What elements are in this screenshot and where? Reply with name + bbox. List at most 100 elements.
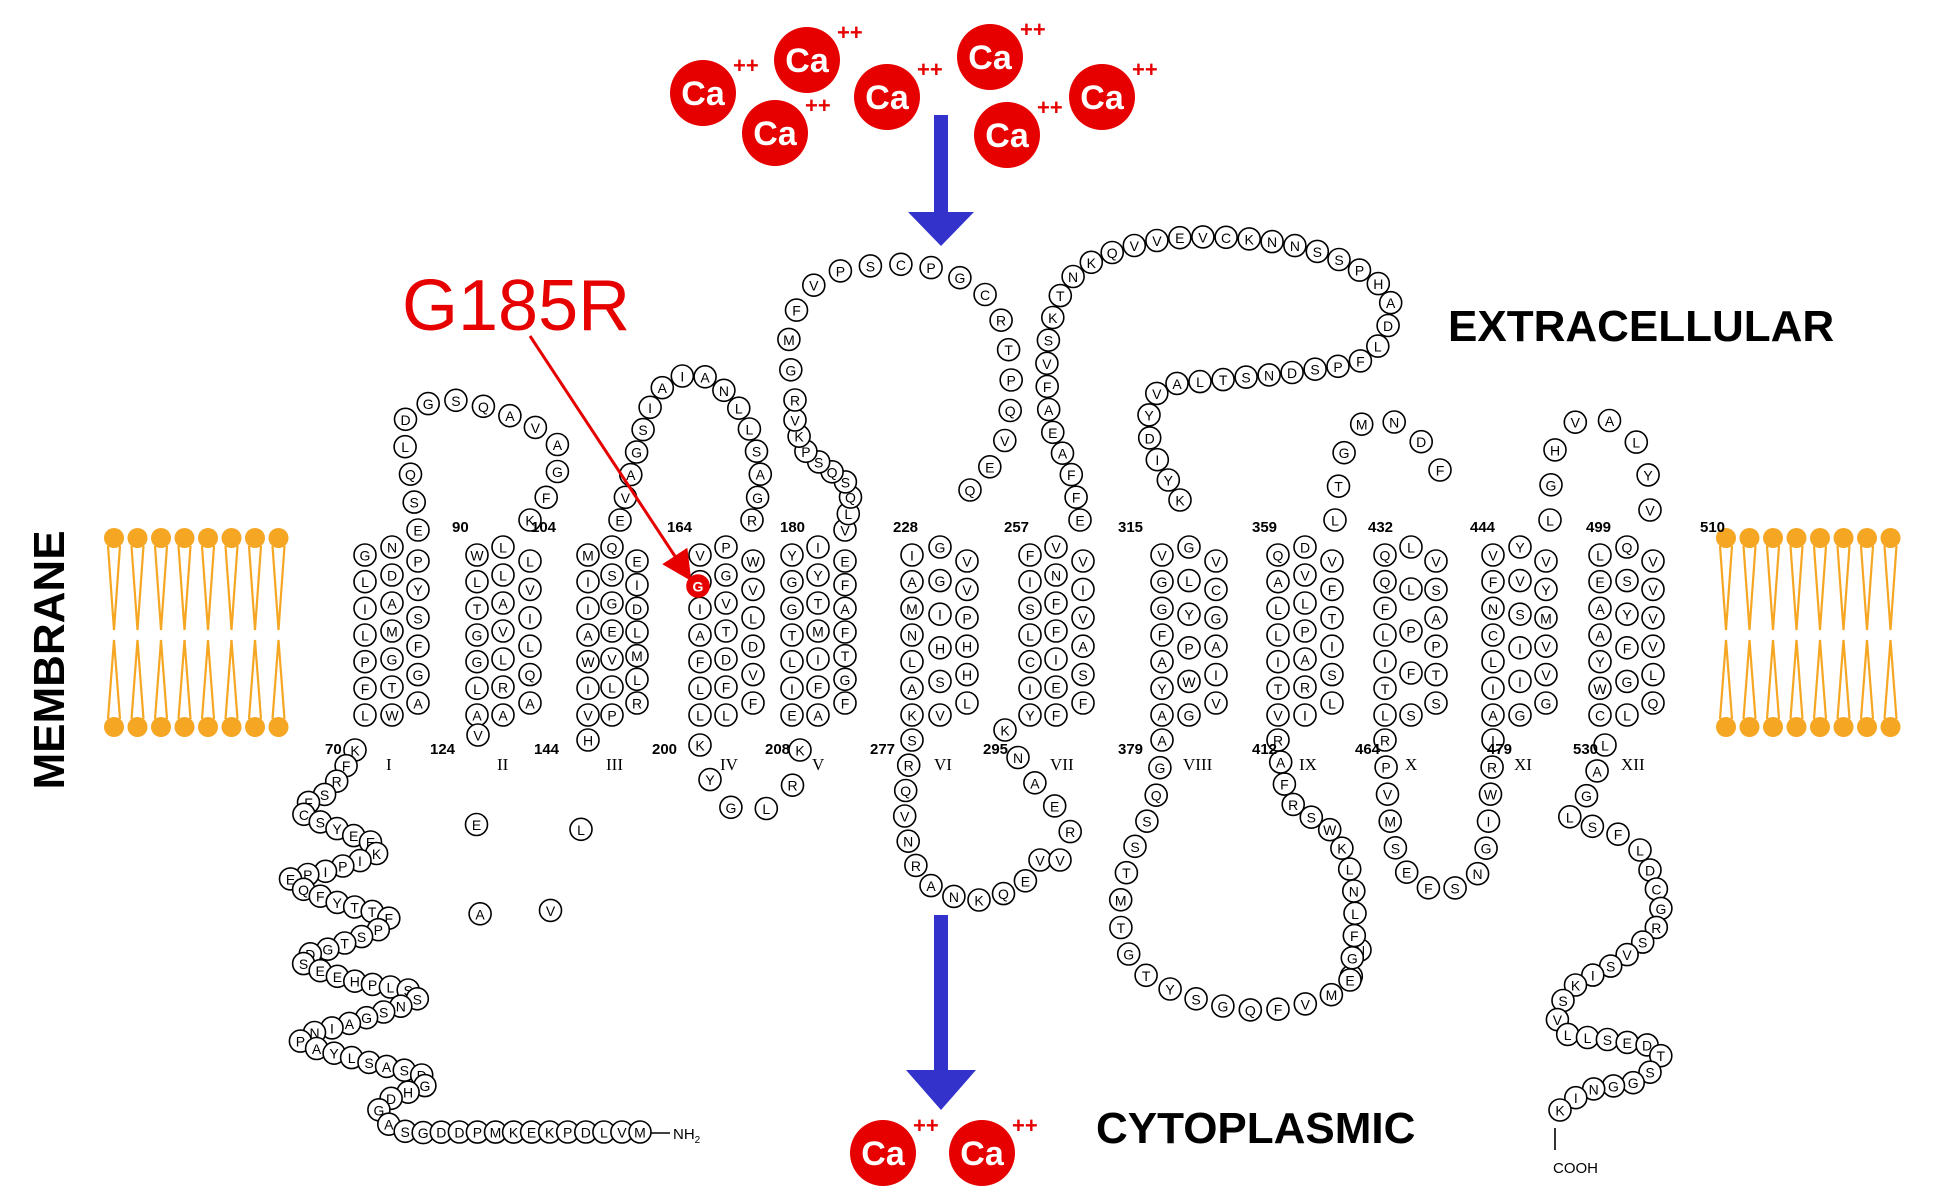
residue: P bbox=[999, 368, 1024, 392]
svg-text:H: H bbox=[935, 640, 945, 656]
residue: T bbox=[465, 596, 489, 621]
svg-text:D: D bbox=[1645, 863, 1655, 879]
svg-text:S: S bbox=[1406, 708, 1415, 724]
svg-text:M: M bbox=[906, 601, 918, 617]
residue: S bbox=[1135, 809, 1159, 834]
residue: L bbox=[1558, 804, 1582, 829]
svg-text:A: A bbox=[813, 708, 823, 724]
svg-text:L: L bbox=[1301, 596, 1309, 612]
residue: L bbox=[1366, 334, 1390, 358]
residue: Q bbox=[1373, 543, 1397, 567]
svg-text:P: P bbox=[1333, 359, 1342, 375]
residue: W bbox=[576, 649, 600, 674]
svg-text:F: F bbox=[1381, 601, 1390, 617]
residue: A bbox=[1481, 703, 1505, 727]
svg-text:N: N bbox=[1267, 234, 1277, 250]
residue: D bbox=[714, 647, 738, 671]
residue: M bbox=[1534, 605, 1558, 630]
svg-text:S: S bbox=[752, 444, 761, 460]
residue: C bbox=[973, 282, 997, 307]
mutant-residue-g185: G bbox=[686, 574, 710, 598]
residue: K bbox=[1330, 836, 1354, 861]
residue: G bbox=[1474, 836, 1498, 861]
residue: D bbox=[1137, 426, 1162, 450]
residue: S bbox=[357, 1050, 381, 1075]
calcium-ion: Ca++ bbox=[850, 1113, 939, 1186]
svg-text:A: A bbox=[756, 467, 766, 483]
svg-text:I: I bbox=[1276, 654, 1280, 670]
svg-text:G: G bbox=[785, 362, 796, 378]
residue: K bbox=[1168, 488, 1192, 512]
residue: A bbox=[1036, 397, 1061, 422]
svg-text:G: G bbox=[954, 270, 965, 286]
residue: Q bbox=[1100, 240, 1124, 265]
svg-text:L: L bbox=[1185, 573, 1193, 589]
residue: I bbox=[1508, 635, 1532, 660]
svg-text:V: V bbox=[498, 624, 508, 640]
svg-text:A: A bbox=[1058, 446, 1068, 462]
svg-text:F: F bbox=[1356, 353, 1365, 369]
residue: C bbox=[1644, 877, 1669, 901]
svg-text:A: A bbox=[695, 628, 705, 644]
residue: L bbox=[491, 535, 515, 559]
svg-text:V: V bbox=[721, 596, 731, 612]
residue: D bbox=[1293, 535, 1317, 559]
residue: T bbox=[996, 337, 1021, 362]
svg-text:A: A bbox=[1273, 574, 1283, 590]
svg-text:W: W bbox=[470, 548, 484, 564]
svg-text:A: A bbox=[1595, 628, 1605, 644]
svg-text:G: G bbox=[1157, 601, 1168, 617]
c-terminus-label: COOH bbox=[1553, 1160, 1598, 1177]
svg-text:E: E bbox=[366, 835, 375, 851]
residue: G bbox=[948, 265, 972, 290]
svg-text:V: V bbox=[583, 708, 593, 724]
svg-text:G: G bbox=[1184, 708, 1195, 724]
residue: S bbox=[1036, 328, 1061, 353]
svg-text:R: R bbox=[632, 696, 642, 712]
svg-text:F: F bbox=[1407, 666, 1416, 682]
residue: W bbox=[1177, 669, 1201, 694]
svg-text:S: S bbox=[841, 474, 850, 490]
residue: D bbox=[1409, 429, 1433, 454]
svg-text:L: L bbox=[387, 980, 395, 996]
svg-text:E: E bbox=[1345, 973, 1354, 989]
svg-text:S: S bbox=[379, 1005, 388, 1021]
residue: Y bbox=[1137, 403, 1161, 427]
residue: N bbox=[1382, 410, 1406, 434]
residue: Q bbox=[471, 394, 496, 419]
helix-roman-numeral: IX bbox=[1299, 755, 1317, 774]
residue: R bbox=[989, 308, 1013, 333]
svg-text:N: N bbox=[1349, 884, 1359, 900]
svg-text:V: V bbox=[607, 652, 617, 668]
svg-text:V: V bbox=[1198, 229, 1208, 245]
svg-text:V: V bbox=[1042, 356, 1052, 372]
n-terminus-label: NH2 bbox=[673, 1126, 701, 1146]
svg-text:L: L bbox=[401, 439, 409, 455]
svg-text:S: S bbox=[1391, 840, 1400, 856]
svg-text:G: G bbox=[419, 1078, 430, 1094]
svg-text:E: E bbox=[349, 828, 358, 844]
residue: I bbox=[780, 676, 804, 701]
residue: M bbox=[1108, 887, 1133, 912]
svg-text:V: V bbox=[962, 554, 972, 570]
residue: A bbox=[1150, 649, 1174, 674]
svg-text:A: A bbox=[1431, 610, 1441, 626]
residue: I bbox=[638, 395, 662, 420]
residue: L bbox=[625, 620, 649, 644]
svg-text:Q: Q bbox=[900, 783, 911, 799]
residue: E bbox=[1615, 1030, 1639, 1055]
residue: F bbox=[833, 620, 857, 644]
residue: W bbox=[741, 549, 765, 573]
residue: L bbox=[600, 675, 624, 699]
residue: V bbox=[741, 577, 765, 602]
svg-text:I: I bbox=[528, 610, 532, 626]
residue: K bbox=[1041, 305, 1065, 330]
svg-text:S: S bbox=[413, 610, 422, 626]
svg-text:S: S bbox=[1130, 839, 1139, 855]
svg-text:F: F bbox=[361, 681, 370, 697]
helix-roman-numeral: VIII bbox=[1183, 755, 1213, 774]
residue: A bbox=[304, 1036, 329, 1061]
svg-text:I: I bbox=[586, 601, 590, 617]
svg-text:L: L bbox=[762, 801, 770, 817]
helix-roman-numeral: IV bbox=[720, 755, 739, 774]
